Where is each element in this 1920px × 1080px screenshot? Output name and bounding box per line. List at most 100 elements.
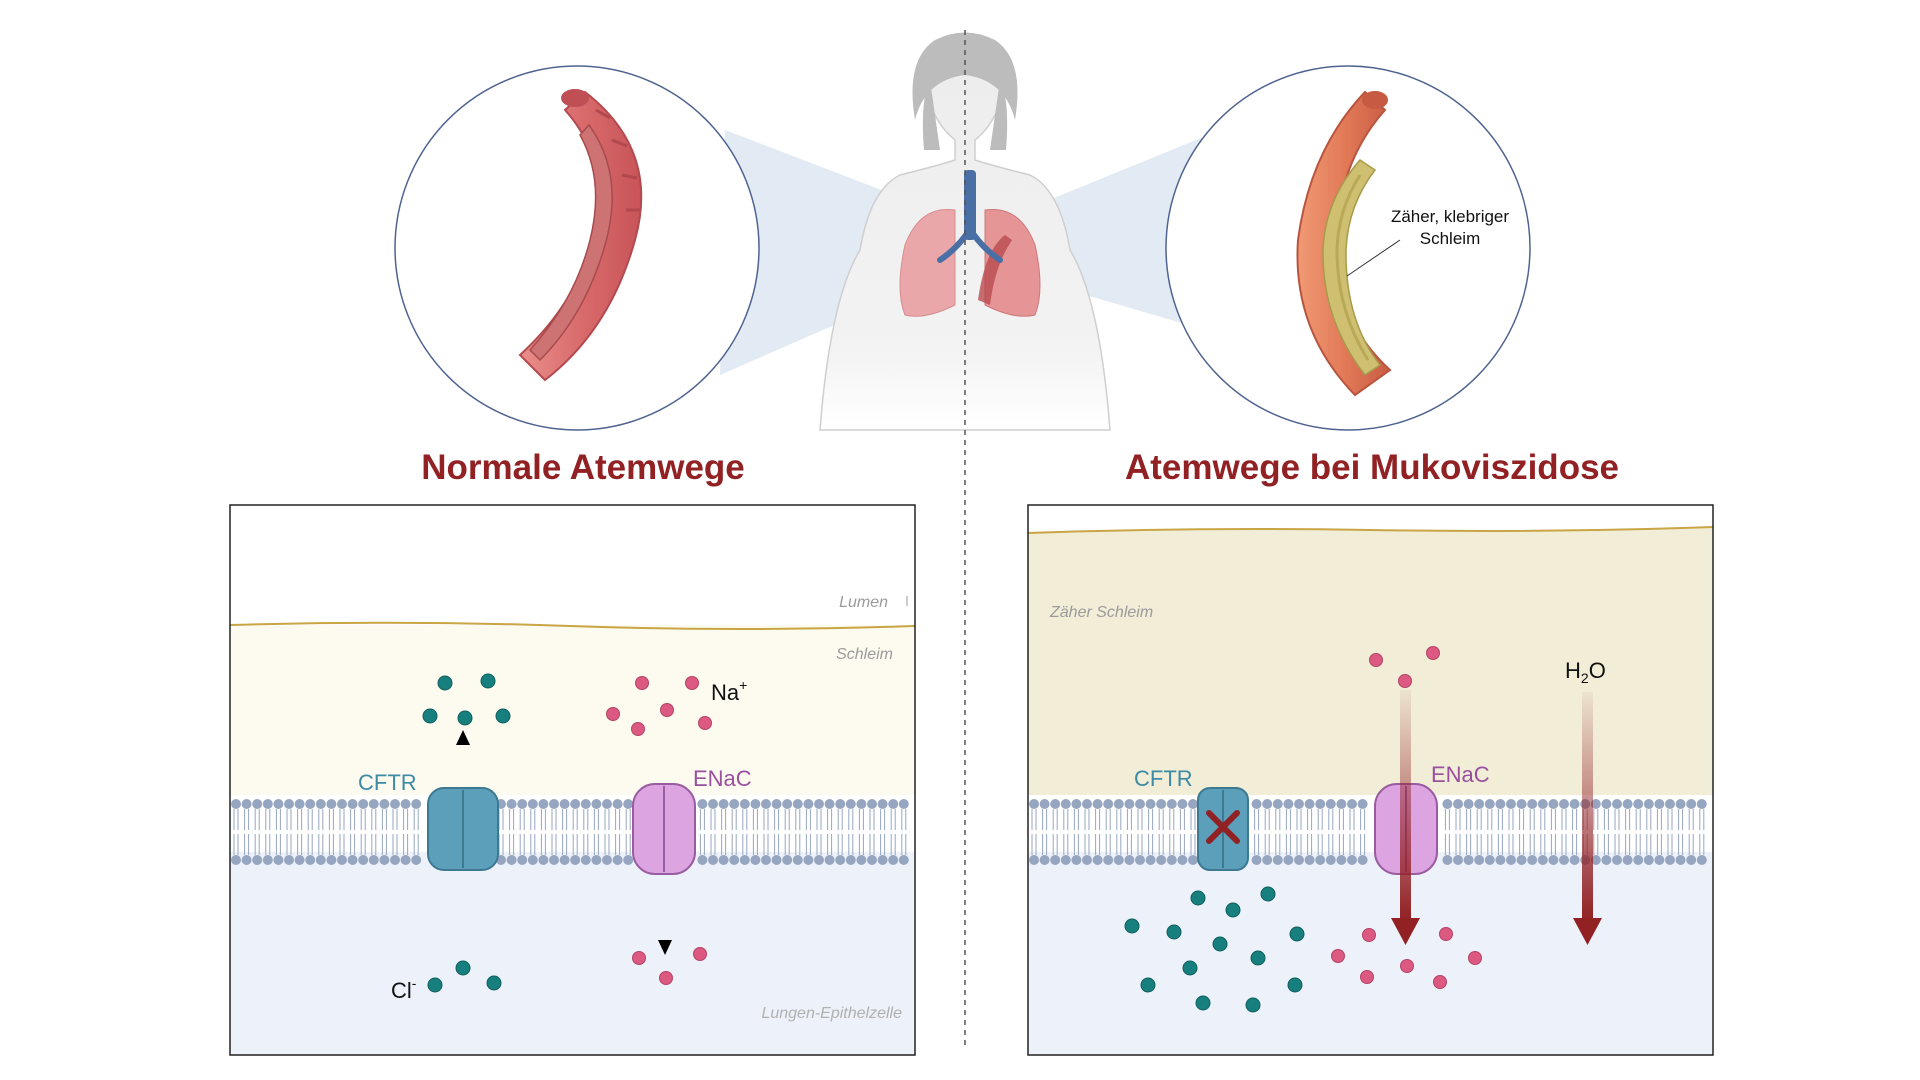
phospholipid-head: [1188, 799, 1198, 809]
phospholipid-head: [1548, 855, 1559, 865]
phospholipid-head: [1495, 855, 1506, 865]
phospholipid-head: [898, 855, 909, 865]
phospholipid-head: [782, 799, 793, 809]
phospholipid-head: [1633, 799, 1644, 809]
phospholipid-head: [771, 855, 782, 865]
phospholipid-head: [1050, 799, 1061, 809]
phospholipid-head: [729, 855, 740, 865]
phospholipid-head: [294, 855, 305, 865]
phospholipid-head: [718, 855, 729, 865]
phospholipid-head: [1283, 799, 1294, 809]
phospholipid-head: [326, 799, 337, 809]
phospholipid-head: [1559, 799, 1569, 809]
phospholipid-head: [1135, 855, 1145, 865]
phospholipid-head: [1495, 799, 1506, 809]
phospholipid-head: [1686, 799, 1697, 809]
phospholipid-head: [1612, 799, 1622, 809]
phospholipid-head: [1029, 855, 1039, 865]
phospholipid-head: [814, 799, 824, 809]
phospholipid-head: [1601, 799, 1612, 809]
phospholipid-head: [1039, 855, 1050, 865]
panel-cf: Zäher Schleim CFTR ENaC H2O: [1027, 504, 1714, 1056]
phospholipid-head: [570, 799, 581, 809]
label-enac-cf: ENaC: [1431, 762, 1490, 787]
phospholipid-head: [294, 799, 305, 809]
cytoplasm-cf: [1028, 852, 1713, 1055]
phospholipid-head: [1177, 799, 1188, 809]
phospholipid-head: [231, 855, 241, 865]
phospholipid-head: [1622, 799, 1633, 809]
phospholipid-head: [792, 855, 803, 865]
phospholipid-head: [411, 855, 422, 865]
phospholipid-head: [411, 799, 422, 809]
phospholipid-head: [1304, 855, 1315, 865]
water-absorption-arrow: [1582, 692, 1593, 920]
phospholipid-head: [273, 799, 284, 809]
phospholipid-head: [1590, 855, 1601, 865]
phospholipid-head: [580, 799, 591, 809]
phospholipid-head: [708, 799, 718, 809]
phospholipid-head: [1145, 799, 1156, 809]
phospholipid-head: [1559, 855, 1569, 865]
phospholipid-head: [1537, 855, 1548, 865]
label-cftr-normal: CFTR: [358, 770, 417, 795]
phospholipid-head: [1156, 799, 1167, 809]
phospholipid-head: [1113, 799, 1124, 809]
phospholipid-head: [315, 799, 326, 809]
phospholipid-head: [708, 855, 718, 865]
phospholipid-head: [1686, 855, 1697, 865]
phospholipid-head: [750, 855, 761, 865]
na-arrowhead: [658, 940, 672, 955]
phospholipid-head: [1294, 799, 1304, 809]
airway-normal-icon: [518, 89, 643, 382]
phospholipid-head: [814, 855, 824, 865]
phospholipid-head: [803, 855, 814, 865]
phospholipid-head: [602, 799, 612, 809]
phospholipid-head: [262, 855, 273, 865]
phospholipid-head: [1039, 799, 1050, 809]
phospholipid-head: [1347, 855, 1357, 865]
mucus-callout-line1: Zäher, klebriger: [1391, 207, 1509, 226]
phospholipid-head: [623, 799, 634, 809]
phospholipid-head: [231, 799, 241, 809]
magnifier-normal: [394, 65, 760, 431]
phospholipid-head: [347, 855, 358, 865]
phospholipid-head: [867, 855, 877, 865]
phospholipid-head: [1315, 855, 1326, 865]
phospholipid-head: [739, 799, 750, 809]
chloride-ions-cell-normal: [427, 960, 502, 993]
phospholipid-head: [1654, 855, 1665, 865]
phospholipid-head: [1696, 855, 1707, 865]
phospholipid-head: [1569, 799, 1580, 809]
phospholipid-head: [326, 855, 337, 865]
phospholipid-head: [845, 799, 856, 809]
na-hyperabsorption-arrowhead: [1391, 918, 1420, 945]
phospholipid-head: [1050, 855, 1061, 865]
phospholipid-head: [1336, 799, 1347, 809]
phospholipid-head: [358, 799, 369, 809]
phospholipid-head: [252, 855, 263, 865]
phospholipid-head: [368, 799, 379, 809]
phospholipid-head: [1251, 855, 1262, 865]
phospholipid-head: [856, 855, 867, 865]
lipid-bilayer-normal: [231, 799, 909, 865]
phospholipid-head: [1590, 799, 1601, 809]
phospholipid-head: [305, 855, 316, 865]
phospholipid-head: [517, 799, 528, 809]
phospholipid-head: [1135, 799, 1145, 809]
phospholipid-head: [1262, 799, 1273, 809]
phospholipid-head: [835, 799, 846, 809]
phospholipid-head: [1506, 799, 1516, 809]
phospholipid-head: [1484, 799, 1495, 809]
phospholipid-head: [1527, 855, 1538, 865]
phospholipid-head: [1071, 855, 1082, 865]
phospholipid-head: [835, 855, 846, 865]
phospholipid-head: [379, 799, 390, 809]
phospholipid-head: [1060, 855, 1071, 865]
phospholipid-head: [591, 799, 602, 809]
phospholipid-head: [1622, 855, 1633, 865]
label-lumen: Lumen: [839, 594, 888, 611]
title-cf-airways: Atemwege bei Mukoviszidose: [1124, 448, 1620, 487]
phospholipid-head: [1071, 799, 1082, 809]
phospholipid-head: [559, 799, 570, 809]
